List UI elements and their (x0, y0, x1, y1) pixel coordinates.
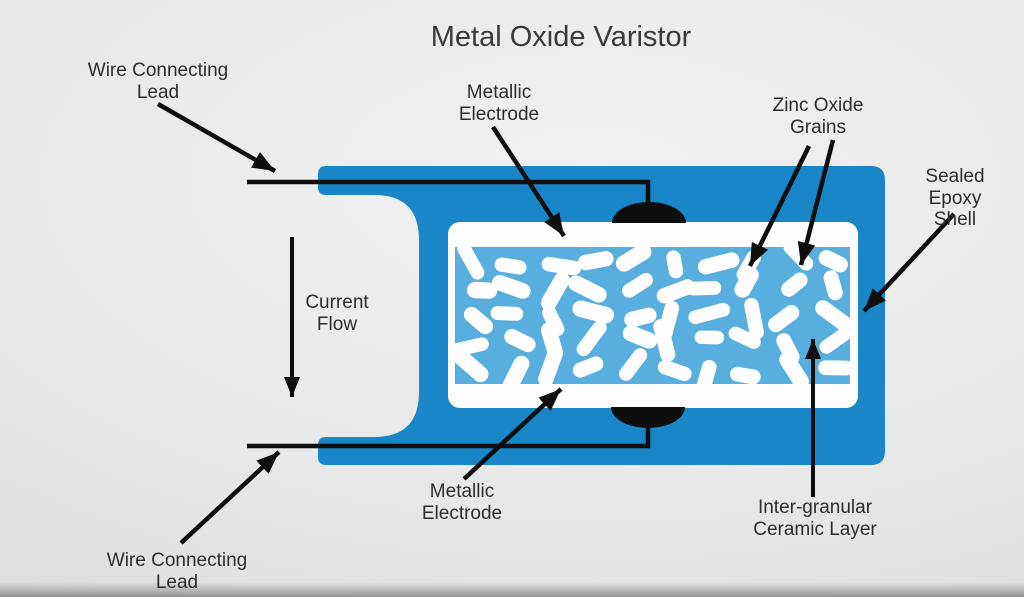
zinc-grain (653, 319, 676, 362)
arrow-wire-lead-top (156, 102, 277, 173)
zinc-grain (818, 360, 850, 376)
top-solder-dome (612, 202, 686, 223)
zinc-grain (728, 326, 761, 349)
zinc-grain (622, 272, 653, 298)
zinc-grain (622, 325, 658, 349)
page-title: Metal Oxide Varistor (430, 21, 692, 53)
arrow-wire-lead-bottom (179, 450, 281, 545)
zinc-grain (686, 281, 722, 296)
label-metallic-electrode-top: Metallic Electrode (458, 82, 540, 125)
zinc-grain (541, 256, 582, 276)
zinc-grain (576, 320, 607, 357)
bottom-vignette (0, 583, 1024, 597)
zinc-grain (823, 270, 843, 301)
arrow-sealed-epoxy-shell (862, 212, 956, 313)
zinc-grain (455, 347, 489, 383)
zinc-grain (624, 307, 657, 328)
zinc-grain (542, 305, 565, 337)
arrow-metallic-electrode-bottom (462, 387, 563, 481)
zinc-grain (819, 327, 850, 354)
zinc-grain (463, 306, 494, 335)
zinc-grain (734, 266, 759, 298)
label-inter-granular-ceramic-layer: Inter-granular Ceramic Layer (753, 497, 877, 540)
zinc-grain (540, 272, 570, 311)
zinc-grain (744, 297, 764, 340)
arrow-zinc-grains-right (797, 139, 836, 266)
zinc-grain (457, 247, 485, 280)
zinc-grain (779, 351, 809, 384)
zinc-grain (467, 281, 498, 299)
zinc-grain (615, 247, 652, 272)
zinc-grain (618, 348, 648, 381)
zinc-grain (568, 275, 607, 303)
arrow-zinc-grains-left (747, 145, 812, 267)
bottom-lead-wire (247, 426, 651, 449)
bottom-solder-dome (611, 407, 685, 428)
zinc-grain (688, 302, 731, 325)
zinc-grain (504, 329, 536, 353)
zinc-grain (694, 330, 725, 345)
label-metallic-electrode-bottom: Metallic Electrode (421, 481, 503, 524)
zinc-grain (696, 359, 717, 384)
zinc-grain (572, 300, 615, 324)
label-wire-connecting-lead-top: Wire Connecting Lead (87, 60, 229, 103)
label-current-flow: Current Flow (305, 292, 369, 335)
zinc-grain (494, 257, 527, 275)
zinc-grain (697, 252, 740, 275)
zinc-grain (729, 366, 761, 384)
zinc-grain (491, 274, 531, 299)
top-lead-wire (247, 179, 651, 206)
label-sealed-epoxy-shell: Sealed Epoxy Shell (925, 166, 985, 230)
zinc-grain (815, 300, 850, 332)
zinc-grain (818, 250, 848, 273)
annotation-arrows (156, 102, 956, 545)
zinc-grain (490, 306, 524, 321)
zinc-grain (656, 279, 695, 304)
zinc-grain (666, 250, 684, 279)
zinc-grain (501, 355, 530, 384)
arrow-metallic-electrode-top (491, 125, 566, 238)
zinc-grain (538, 345, 564, 384)
zinc-grain (577, 251, 614, 271)
label-zinc-oxide-grains: Zinc Oxide Grains (772, 95, 864, 138)
label-wire-connecting-lead-bottom: Wire Connecting Lead (106, 550, 248, 593)
zinc-grain (572, 356, 604, 378)
zinc-grain (768, 305, 800, 333)
zinc-oxide-grains-group (455, 247, 850, 384)
zinc-grain (657, 360, 692, 381)
zinc-grain (781, 272, 808, 297)
